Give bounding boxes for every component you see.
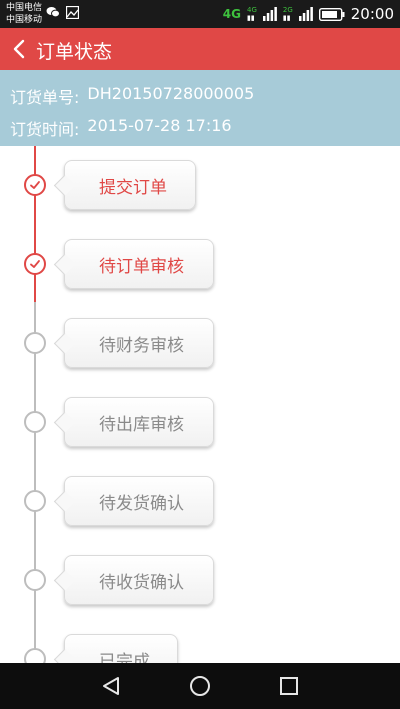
chevron-left-icon [13,39,25,59]
timeline-step: 待收货确认 [0,555,400,625]
status-bar: 中国电信 中国移动 4G 4G ▮▮ 2G ▮▮ [0,0,400,28]
network-2g: 2G [282,6,293,14]
step-label-bubble: 待财务审核 [64,318,214,368]
step-label: 提交订单 [99,177,167,198]
system-nav-bar [0,663,400,709]
app-header: 订单状态 [0,28,400,70]
status-right: 4G 4G ▮▮ 2G ▮▮ 20:00 [223,4,394,24]
page-title: 订单状态 [36,41,113,63]
step-label: 待发货确认 [99,493,184,514]
order-number-label: 订货单号: [10,88,80,107]
step-done-node [24,253,46,275]
step-pending-node [24,411,46,433]
home-circle-icon[interactable] [188,674,212,698]
step-pending-node [24,490,46,512]
carrier-info: 中国电信 中国移动 [6,2,42,26]
back-button[interactable] [8,36,34,62]
step-done-node [24,174,46,196]
step-pending-node [24,569,46,591]
step-label-bubble: 待发货确认 [64,476,214,526]
step-label-bubble: 待收货确认 [64,555,214,605]
timeline-step: 已完成 [0,634,400,663]
check-icon [30,260,40,268]
step-label: 待出库审核 [99,414,184,435]
carrier-2: 中国移动 [6,15,43,25]
battery-icon [318,7,345,21]
signal-icon-2 [298,7,313,21]
recents-square-icon[interactable] [277,674,301,698]
order-time-label: 订货时间: [10,120,80,139]
order-number-row: 订货单号: DH20150728000005 [10,84,254,108]
order-info-panel: 订货单号: DH20150728000005 订货时间: 2015-07-28 … [0,70,400,146]
status-timeline: 提交订单待订单审核待财务审核待出库审核待发货确认待收货确认已完成 [0,146,400,663]
image-icon [66,6,79,19]
step-label-bubble: 待出库审核 [64,397,214,447]
clock: 20:00 [350,5,394,23]
step-label-bubble: 已完成 [64,634,178,663]
network-4g: 4G [222,7,241,21]
timeline-step: 待出库审核 [0,397,400,467]
wechat-icon [46,7,60,18]
network-stack-2: 2G ▮▮ [282,6,293,22]
timeline-line-pending [34,302,36,663]
timeline-step: 待发货确认 [0,476,400,546]
back-triangle-icon[interactable] [99,674,123,698]
step-pending-node [24,648,46,663]
step-label: 待收货确认 [99,572,184,593]
check-icon [30,181,40,189]
step-label: 待财务审核 [99,335,184,356]
timeline-line-done [34,146,36,302]
step-label: 已完成 [99,651,150,664]
order-time-value: 2015-07-28 17:16 [87,116,232,135]
network-4g-small: 4G [246,6,257,14]
timeline-step: 待订单审核 [0,239,400,309]
carrier-1: 中国电信 [6,3,43,13]
step-label-bubble: 提交订单 [64,160,196,210]
signal-icon [262,7,277,21]
step-label: 待订单审核 [99,256,184,277]
network-stack-1: 4G ▮▮ [246,6,257,22]
step-label-bubble: 待订单审核 [64,239,214,289]
timeline-step: 待财务审核 [0,318,400,388]
order-time-row: 订货时间: 2015-07-28 17:16 [10,116,232,140]
step-pending-node [24,332,46,354]
order-number-value: DH20150728000005 [87,84,255,103]
timeline-step: 提交订单 [0,160,400,230]
